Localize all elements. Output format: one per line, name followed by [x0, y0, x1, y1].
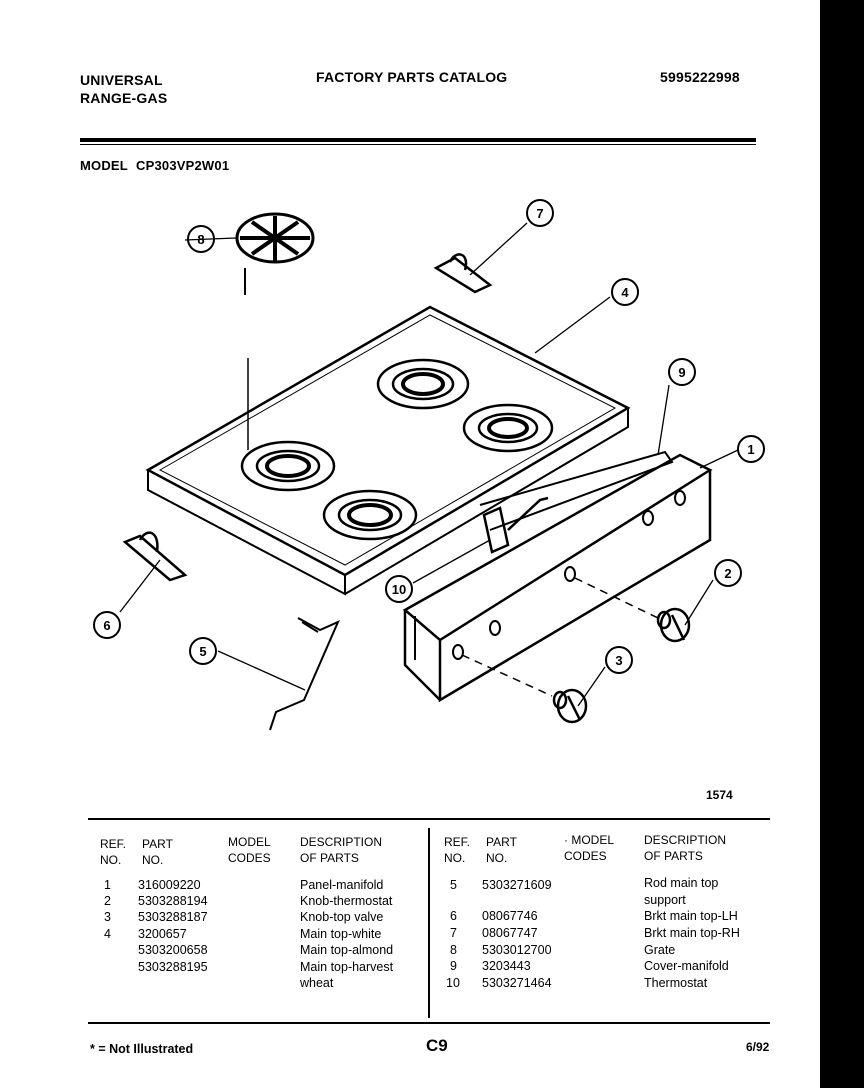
callout-4: 4 — [621, 285, 629, 300]
callout-10: 10 — [392, 582, 406, 597]
right-header-part: PART NO. — [486, 835, 517, 865]
catalog-number: 5995222998 — [660, 69, 740, 85]
left-header-part: PART NO. — [142, 837, 173, 867]
row-ref: 4 — [104, 927, 111, 941]
callout-9: 9 — [678, 365, 685, 380]
brand-line2: RANGE-GAS — [80, 90, 168, 106]
manifold-panel-part — [402, 450, 713, 703]
row-part: 5303288194 — [138, 894, 208, 908]
table-top-rule — [88, 818, 770, 820]
header-rule-thin — [80, 144, 756, 145]
row-desc: Thermostat — [644, 976, 708, 990]
row-desc: Main top-harvest — [300, 960, 394, 974]
callout-2: 2 — [724, 566, 731, 581]
row-part: 316009220 — [138, 878, 201, 892]
row-desc: Brkt main top-RH — [644, 926, 740, 940]
table-bottom-rule — [88, 1022, 770, 1024]
row-ref: 7 — [450, 926, 457, 940]
right-header-model: · MODEL CODES — [564, 833, 615, 863]
row-desc: Panel-manifold — [300, 878, 384, 892]
callout-5: 5 — [199, 644, 206, 659]
row-part: 5303288195 — [138, 960, 208, 974]
row-desc: Main top-almond — [300, 943, 394, 957]
callout-3: 3 — [615, 653, 622, 668]
row-desc: Brkt main top-LH — [644, 909, 738, 923]
left-header-ref: REF. NO. — [100, 837, 127, 867]
model-label: MODEL — [80, 158, 128, 173]
page-code: C9 — [426, 1036, 448, 1055]
figure-number: 1574 — [706, 788, 733, 802]
scan-border-right — [820, 0, 864, 1088]
row-part: 5303271464 — [482, 976, 552, 990]
grate-part — [235, 212, 315, 295]
knob-top-valve-part — [552, 688, 588, 724]
row-ref: 3 — [104, 910, 111, 924]
right-header-ref: REF. NO. — [444, 835, 471, 865]
bracket-rh-part — [433, 253, 493, 294]
footer-note: * = Not Illustrated — [90, 1042, 194, 1056]
header-rule-thick — [80, 138, 756, 142]
row-part: 08067746 — [482, 909, 538, 923]
row-desc: Knob-top valve — [300, 910, 384, 924]
row-part: 5303288187 — [138, 910, 208, 924]
row-desc: Cover-manifold — [644, 959, 729, 973]
exploded-parts-diagram: 8 7 4 9 1 2 3 5 6 10 — [93, 199, 765, 731]
row-desc: Knob-thermostat — [300, 894, 393, 908]
row-ref: 8 — [450, 943, 457, 957]
row-part: 3200657 — [138, 927, 187, 941]
catalog-title: FACTORY PARTS CATALOG — [316, 69, 508, 85]
left-header-model: MODEL CODES — [228, 835, 271, 865]
brand-line1: UNIVERSAL — [80, 72, 163, 88]
row-part: 5303271609 — [482, 878, 552, 892]
row-desc: Grate — [644, 943, 676, 957]
footer-date: 6/92 — [746, 1040, 770, 1054]
row-ref: 1 — [104, 878, 111, 892]
bracket-lh-part — [122, 531, 188, 582]
rod-part — [269, 617, 340, 731]
row-part: 5303012700 — [482, 943, 552, 957]
callout-8: 8 — [197, 232, 204, 247]
callout-7: 7 — [536, 206, 543, 221]
callout-1: 1 — [747, 442, 754, 457]
left-header-desc: DESCRIPTION OF PARTS — [300, 835, 383, 865]
row-part: 3203443 — [482, 959, 531, 973]
main-top-part — [145, 305, 631, 596]
right-header-desc: DESCRIPTION OF PARTS — [644, 833, 727, 863]
model-number: CP303VP2W01 — [136, 158, 230, 173]
callout-6: 6 — [103, 618, 110, 633]
row-part: 5303200658 — [138, 943, 208, 957]
row-desc: Main top-white — [300, 927, 382, 941]
row-desc: wheat — [300, 976, 334, 990]
knob-thermostat-part — [656, 607, 691, 643]
row-part: 08067747 — [482, 926, 538, 940]
row-ref: 9 — [450, 959, 457, 973]
row-ref: 2 — [104, 894, 111, 908]
table-center-divider — [428, 828, 430, 1018]
row-ref: 5 — [450, 878, 457, 892]
row-ref: 6 — [450, 909, 457, 923]
row-ref: 10 — [446, 976, 460, 990]
row-desc: support — [644, 893, 686, 907]
row-desc: Rod main top — [644, 876, 719, 890]
